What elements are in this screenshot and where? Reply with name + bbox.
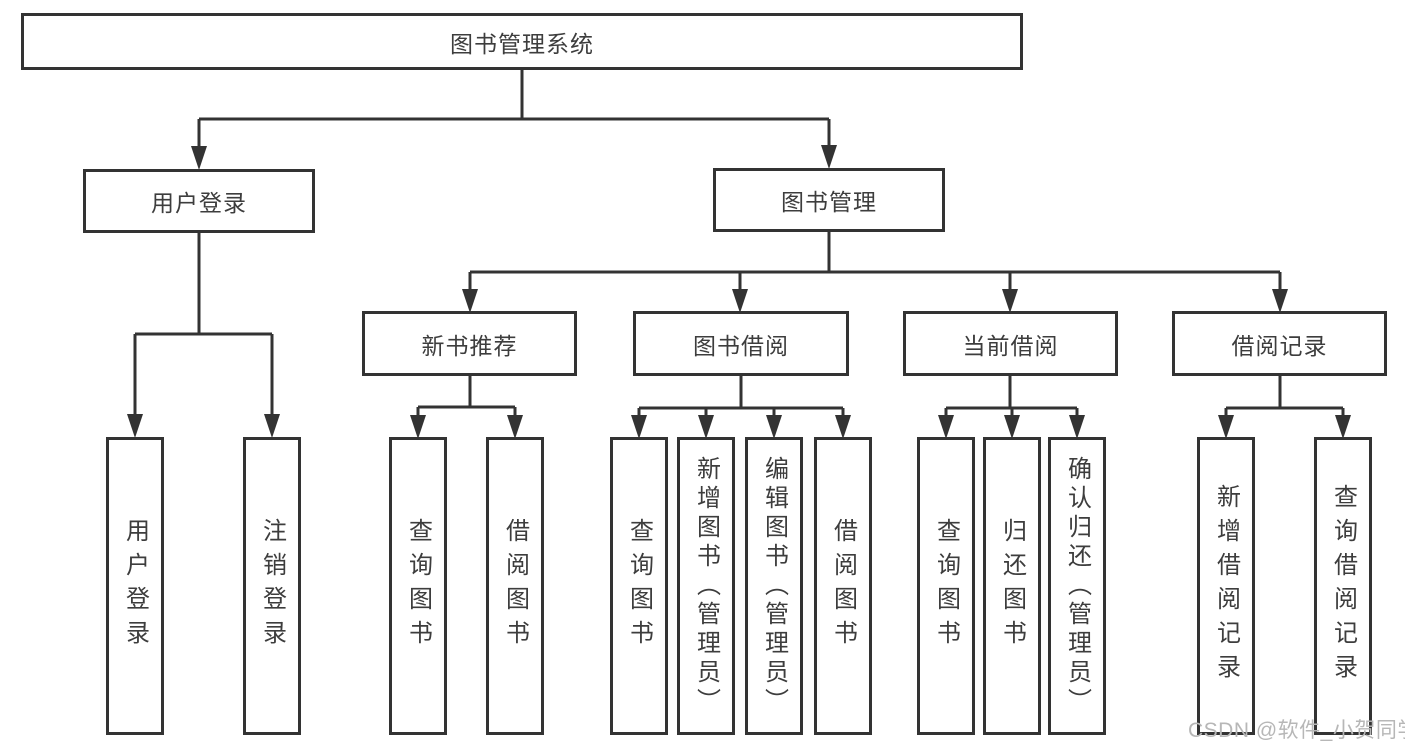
node-label: 图书借阅 [693, 332, 789, 359]
node-label: 当前借阅 [962, 332, 1059, 359]
node-add-borrow-record: 新增借阅记录 [1197, 437, 1255, 735]
node-return-books: 归还图书 [983, 437, 1041, 735]
node-query-borrow-record: 查询借阅记录 [1314, 437, 1372, 735]
node-query-books-3: 查询图书 [917, 437, 975, 735]
node-user-login-leaf: 用户登录 [106, 437, 164, 735]
node-label: 用户登录 [121, 518, 149, 654]
node-library-management-system: 图书管理系统 [21, 13, 1023, 70]
node-label: 确认归还（管理员） [1063, 455, 1091, 717]
node-label: 归还图书 [998, 518, 1026, 654]
node-user-login: 用户登录 [83, 169, 315, 233]
node-borrow-books-1: 借阅图书 [486, 437, 544, 735]
node-label: 注销登录 [258, 518, 286, 654]
node-borrow-books-2: 借阅图书 [814, 437, 872, 735]
node-label: 编辑图书（管理员） [760, 455, 788, 717]
node-current-borrowing: 当前借阅 [903, 311, 1118, 376]
node-label: 图书管理 [781, 189, 877, 215]
node-label: 查询图书 [404, 518, 432, 654]
node-label: 新增图书（管理员） [692, 455, 720, 717]
node-label: 查询图书 [932, 518, 960, 654]
node-logout: 注销登录 [243, 437, 301, 735]
node-edit-books-admin: 编辑图书（管理员） [745, 437, 803, 735]
node-book-management: 图书管理 [713, 168, 945, 232]
node-label: 借阅图书 [829, 518, 857, 654]
node-label: 借阅图书 [501, 518, 529, 654]
node-new-book-recommend: 新书推荐 [362, 311, 577, 376]
node-book-borrowing: 图书借阅 [633, 311, 849, 376]
node-label: 新书推荐 [421, 332, 518, 359]
node-query-books-1: 查询图书 [389, 437, 447, 735]
node-label: 查询图书 [625, 518, 653, 654]
node-label: 新增借阅记录 [1212, 484, 1240, 688]
node-label: 图书管理系统 [450, 30, 594, 57]
csdn-watermark: CSDN @软件_小贺同学 [1188, 719, 1405, 742]
node-confirm-return-admin: 确认归还（管理员） [1048, 437, 1106, 735]
node-borrowing-records: 借阅记录 [1172, 311, 1387, 376]
node-label: 用户登录 [151, 190, 247, 216]
node-add-books-admin: 新增图书（管理员） [677, 437, 735, 735]
node-label: 查询借阅记录 [1329, 484, 1357, 688]
node-query-books-2: 查询图书 [610, 437, 668, 735]
node-label: 借阅记录 [1231, 332, 1328, 359]
